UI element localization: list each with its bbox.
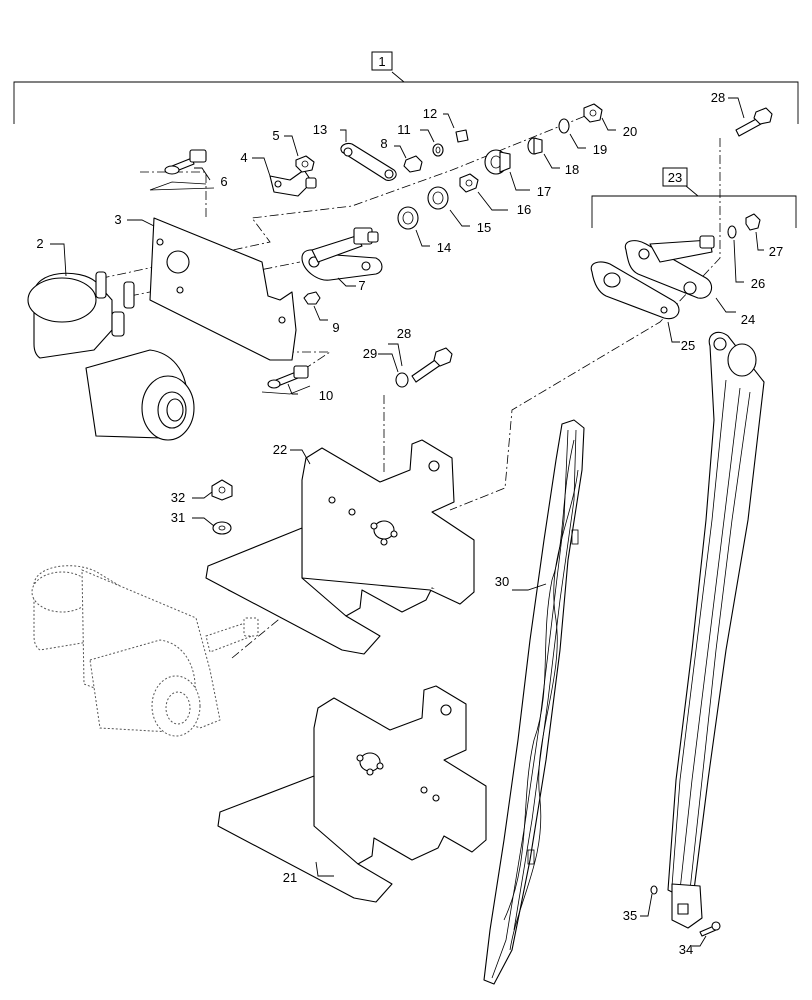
callout-17[interactable]: 17 xyxy=(537,184,551,199)
washer-item-15 xyxy=(427,186,449,210)
callout-24[interactable]: 24 xyxy=(741,312,755,327)
nut-item-5 xyxy=(295,155,315,173)
callout-12[interactable]: 12 xyxy=(423,106,437,121)
callout-23[interactable]: 23 xyxy=(668,170,682,185)
washer-item-29 xyxy=(395,372,409,388)
washer-item-31 xyxy=(212,521,232,535)
callout-25[interactable]: 25 xyxy=(681,338,695,353)
nut-item-27 xyxy=(745,213,761,231)
bolt-item-28-middle xyxy=(411,347,453,383)
callout-22[interactable]: 22 xyxy=(273,442,287,457)
pivot-housing-item-24 xyxy=(624,235,715,299)
callout-labels: 2 3 4 5 6 7 8 9 10 11 12 13 14 15 16 17 … xyxy=(36,90,783,957)
assembly-bracket-23: 23 xyxy=(591,167,797,228)
callout-2[interactable]: 2 xyxy=(36,236,43,251)
callout-6[interactable]: 6 xyxy=(220,174,227,189)
wiper-motor xyxy=(27,271,195,441)
nut-item-20 xyxy=(583,103,603,123)
washer-item-19 xyxy=(558,118,570,134)
callout-18[interactable]: 18 xyxy=(565,162,579,177)
callout-13[interactable]: 13 xyxy=(313,122,327,137)
callout-32[interactable]: 32 xyxy=(171,490,185,505)
callout-15[interactable]: 15 xyxy=(477,220,491,235)
assembly-bracket-1: 1 xyxy=(13,51,799,124)
ghosted-motor-reference xyxy=(31,565,259,737)
callout-29[interactable]: 29 xyxy=(363,346,377,361)
bolt-10-outline xyxy=(261,385,311,395)
link-bar-item-13 xyxy=(340,142,397,181)
wiper-blade-item-30 xyxy=(483,419,585,985)
bolt-item-28-top xyxy=(735,107,773,137)
callout-11[interactable]: 11 xyxy=(397,122,411,137)
leader-lines xyxy=(50,97,764,947)
callout-28-middle[interactable]: 28 xyxy=(397,326,411,341)
bushing-item-18 xyxy=(527,137,543,155)
washer-item-26 xyxy=(727,225,737,239)
callout-26[interactable]: 26 xyxy=(751,276,765,291)
nut-item-8 xyxy=(403,155,423,173)
crank-arm-item-7 xyxy=(301,227,383,281)
wiper-arm xyxy=(667,331,765,929)
callout-16[interactable]: 16 xyxy=(517,202,531,217)
callout-31[interactable]: 31 xyxy=(171,510,185,525)
callout-3[interactable]: 3 xyxy=(114,212,121,227)
washer-item-14 xyxy=(397,206,419,230)
callout-19[interactable]: 19 xyxy=(593,142,607,157)
mounting-bracket-item-22 xyxy=(205,439,475,655)
callout-20[interactable]: 20 xyxy=(623,124,637,139)
callout-27[interactable]: 27 xyxy=(769,244,783,259)
callout-7[interactable]: 7 xyxy=(358,278,365,293)
bolt-item-6 xyxy=(164,149,207,175)
small-bracket-item-4 xyxy=(269,169,317,197)
clip-item-12 xyxy=(455,129,469,143)
callout-1[interactable]: 1 xyxy=(378,54,385,69)
callout-9[interactable]: 9 xyxy=(332,320,339,335)
motor-mount-plate xyxy=(149,217,297,361)
pin-item-35 xyxy=(650,885,658,895)
screw-item-34 xyxy=(699,921,721,937)
bolt-6-washer-outline xyxy=(149,181,215,191)
pivot-plate-item-25 xyxy=(590,261,680,320)
mounting-bracket-item-21 xyxy=(217,685,487,903)
nut-item-9 xyxy=(303,291,321,305)
callout-8[interactable]: 8 xyxy=(380,136,387,151)
bushing-item-17 xyxy=(484,149,511,175)
callout-35[interactable]: 35 xyxy=(623,908,637,923)
bolt-item-10 xyxy=(267,365,309,389)
callout-10[interactable]: 10 xyxy=(319,388,333,403)
nut-item-16 xyxy=(459,173,479,193)
callout-28-top[interactable]: 28 xyxy=(711,90,725,105)
callout-5[interactable]: 5 xyxy=(272,128,279,143)
callout-21[interactable]: 21 xyxy=(283,870,297,885)
washer-item-11 xyxy=(432,143,444,157)
callout-30[interactable]: 30 xyxy=(495,574,509,589)
callout-4[interactable]: 4 xyxy=(240,150,247,165)
callout-34[interactable]: 34 xyxy=(679,942,693,957)
callout-14[interactable]: 14 xyxy=(437,240,451,255)
nut-item-32 xyxy=(211,479,233,501)
